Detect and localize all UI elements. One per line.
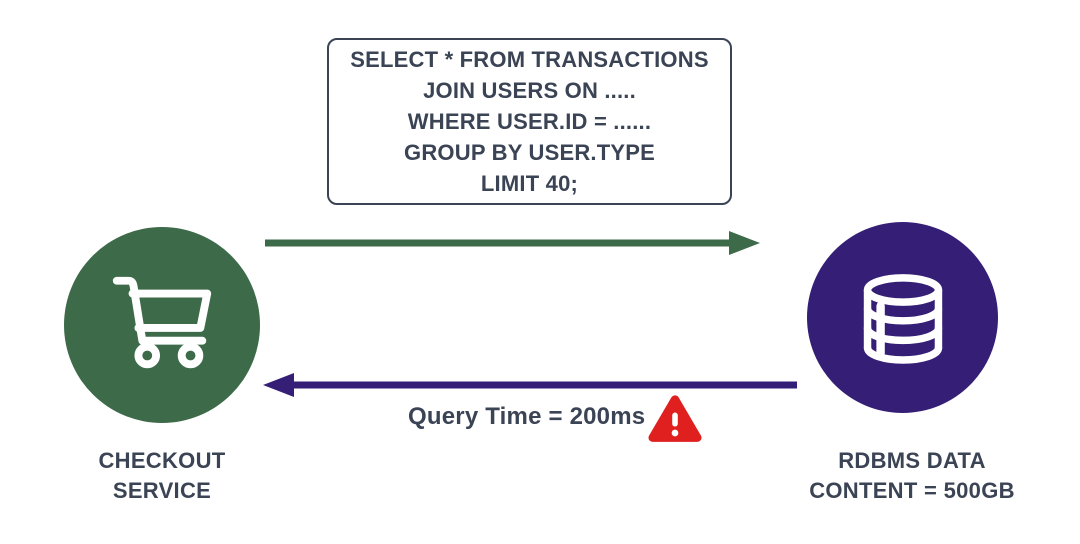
left-arrow-icon: [263, 373, 797, 397]
sql-query-line: SELECT * FROM TRANSACTIONS: [350, 47, 709, 72]
sql-query-line: JOIN USERS ON .....: [423, 78, 636, 103]
request-arrow: [265, 226, 760, 265]
shopping-cart-icon: [112, 276, 212, 369]
checkout-label-line: SERVICE: [112, 478, 212, 503]
query-time-label: Query Time = 200ms: [408, 403, 646, 430]
response-arrow: [263, 368, 797, 407]
database-icon: [863, 273, 942, 364]
rdbms-label-line: RDBMS DATA: [838, 448, 986, 473]
sql-query-box: SELECT * FROM TRANSACTIONS JOIN USERS ON…: [327, 38, 732, 205]
rdbms-node: [807, 222, 998, 413]
sql-query-line: GROUP BY USER.TYPE: [404, 140, 655, 165]
checkout-label-line: CHECKOUT: [98, 448, 226, 473]
warning-triangle-icon: [647, 393, 703, 452]
sql-query-line: WHERE USER.ID = ......: [407, 109, 652, 134]
rdbms-label-line: CONTENT = 500GB: [809, 478, 1015, 503]
checkout-service-node: [64, 227, 260, 423]
rdbms-label: RDBMS DATA CONTENT = 500GB: [762, 446, 1062, 506]
sql-query-line: LIMIT 40;: [480, 171, 579, 196]
right-arrow-icon: [265, 231, 760, 255]
checkout-service-label: CHECKOUT SERVICE: [12, 446, 312, 506]
